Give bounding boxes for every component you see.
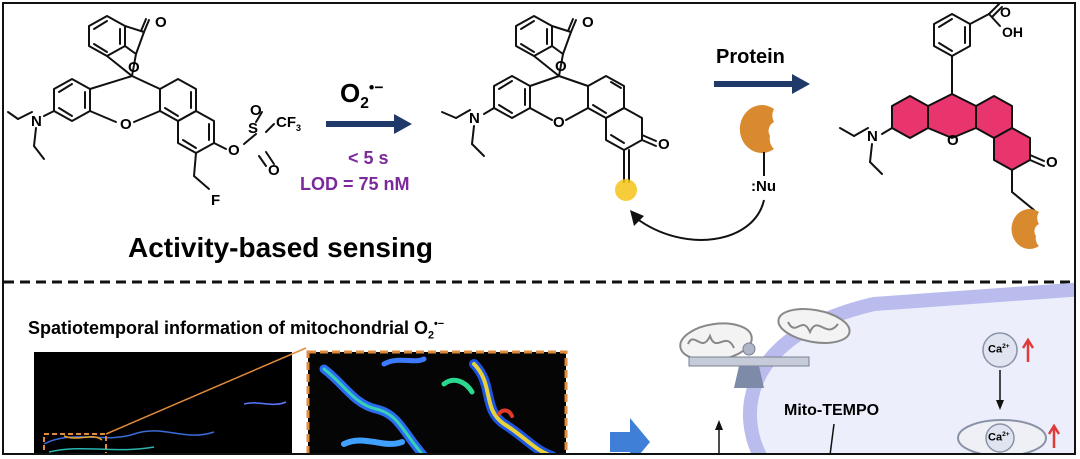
protein-icon [739, 105, 774, 153]
atom-label-N: N [31, 113, 42, 130]
atom-label-O: O [555, 58, 567, 75]
reactive-site-highlight [615, 179, 637, 201]
calcium-ion-icon [982, 332, 1018, 368]
pink-xanthene-core [891, 93, 1031, 171]
mitochondrion-icon [679, 308, 851, 362]
reaction-scheme [4, 4, 1074, 453]
calcium-label: Ca2+ [988, 343, 1010, 356]
probe-molecule [7, 15, 275, 190]
increase-arrow-icon [1021, 337, 1061, 448]
panel-title-spatiotemporal: Spatiotemporal information of mitochondr… [28, 318, 445, 342]
reaction-arrow-2 [714, 74, 810, 94]
reaction-arrow-1 [326, 114, 412, 134]
nucleophile-label: :Nu [751, 178, 776, 195]
atom-label-O: O [582, 14, 594, 31]
atom-label-O: O [228, 142, 240, 159]
atom-label-N: N [867, 128, 878, 145]
atom-label-O: O [250, 102, 262, 119]
atom-label-F: F [211, 192, 221, 209]
labeled-fluorophore [933, 4, 1003, 83]
atom-label-O: O [128, 59, 140, 76]
mito-tempo-label: Mito-TEMPO [784, 402, 880, 419]
atom-label-O: O [658, 136, 670, 153]
protein-label: Protein [716, 46, 785, 68]
atom-label-O: O [120, 116, 132, 133]
atom-label-O: O [155, 14, 167, 31]
zoom-region-box [43, 433, 107, 453]
balance-seesaw-icon [688, 342, 810, 388]
atom-label-O: O [1000, 4, 1011, 20]
atom-label-S: S [248, 120, 259, 137]
protein-adduct-icon [1011, 209, 1039, 249]
detection-limit-label: LOD = 75 nM [300, 174, 410, 194]
atom-label-CF3: CF3 [276, 114, 302, 133]
atom-label-OH: OH [1002, 24, 1023, 40]
mitochondrion-calcium-icon [957, 419, 1047, 453]
transition-arrow [610, 418, 650, 453]
atom-label-O: O [947, 132, 959, 149]
atom-label-N: N [469, 110, 480, 127]
atom-label-O: O [268, 162, 280, 179]
atom-label-O: O [553, 114, 565, 131]
calcium-label: Ca2+ [988, 431, 1010, 444]
panel-title-activity-sensing: Activity-based sensing [128, 232, 433, 263]
nucleophilic-attack-arrow [635, 199, 765, 241]
quinone-methide-molecule [441, 15, 657, 183]
response-time-label: < 5 s [348, 148, 389, 168]
atom-label-O: O [1046, 154, 1058, 171]
reagent-superoxide: O2•− [340, 78, 384, 113]
